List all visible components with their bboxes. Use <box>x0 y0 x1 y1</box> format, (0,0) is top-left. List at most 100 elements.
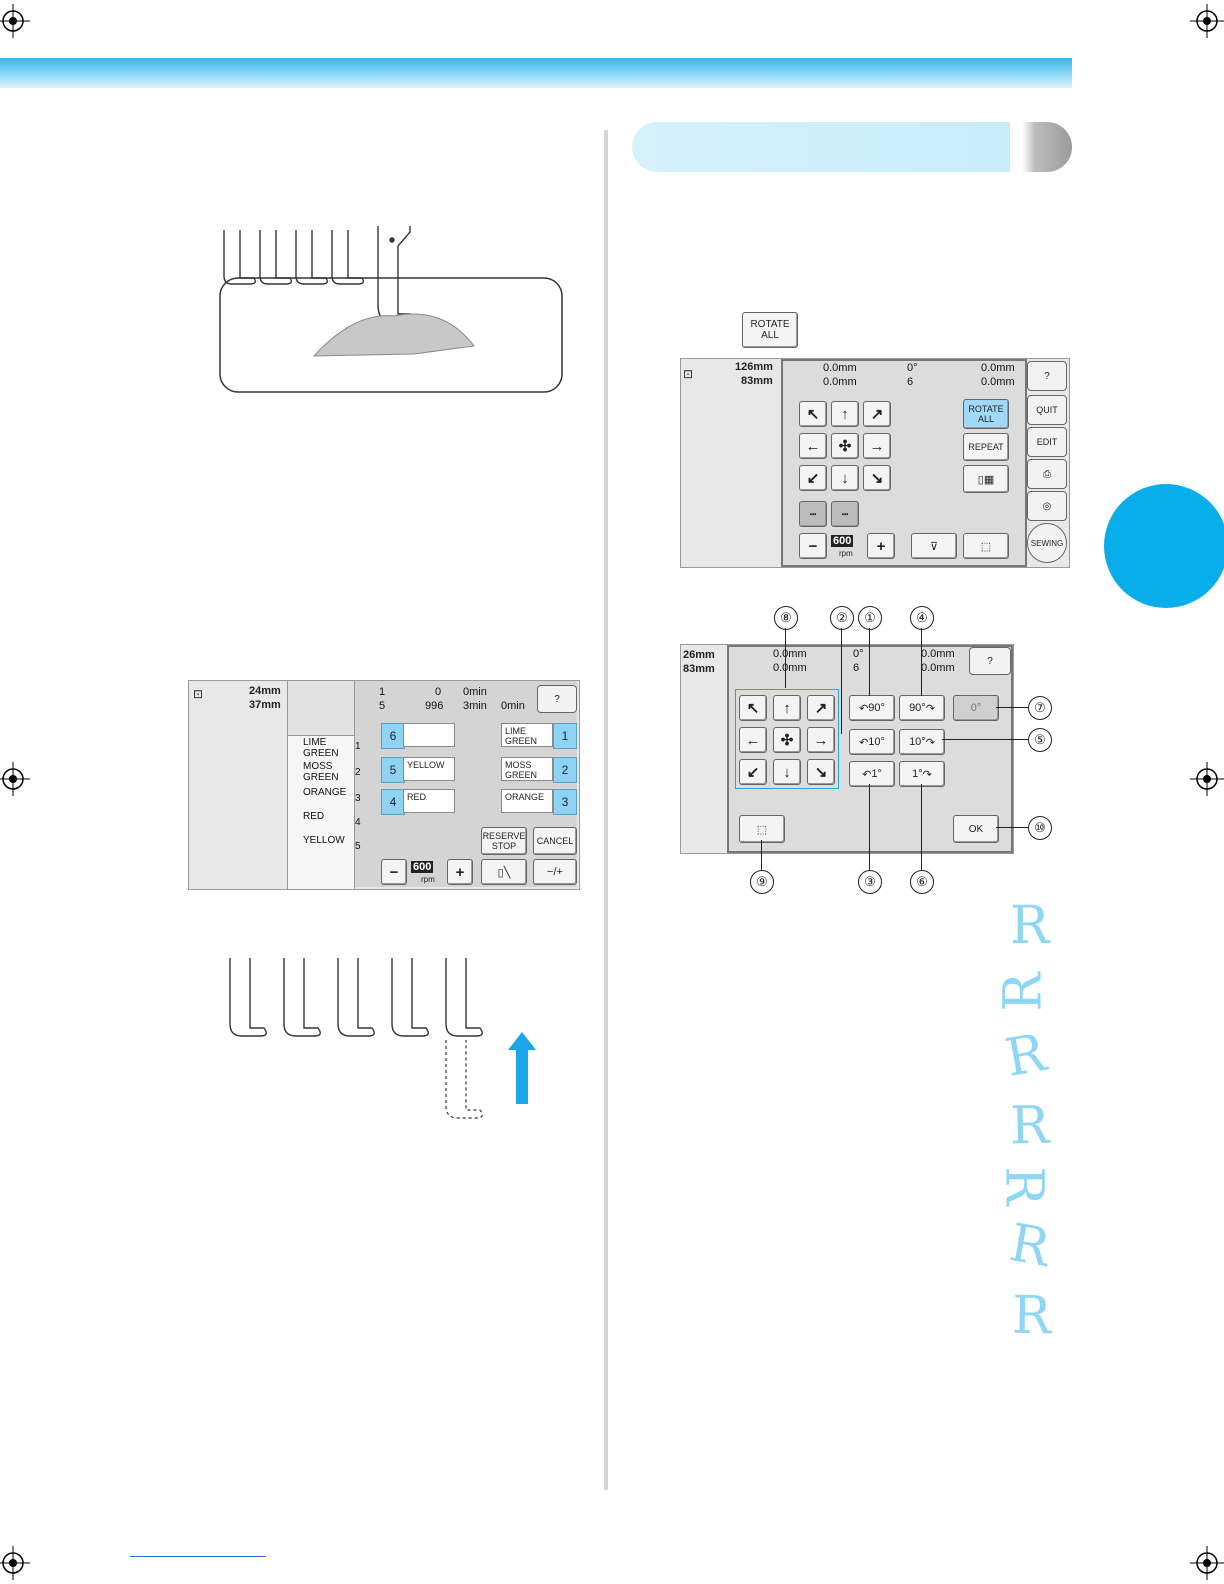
needle-adjust-button[interactable]: −/+ <box>533 859 577 885</box>
rotate-right-1-button[interactable]: 1°↷ <box>899 761 945 787</box>
leader-3 <box>869 784 870 870</box>
trial-key-button[interactable]: ▯╲ <box>481 859 527 885</box>
leader-1 <box>869 628 870 696</box>
readout-horizontal: 0.0mm <box>823 376 857 388</box>
needle-no-4[interactable]: 4 <box>381 789 405 815</box>
rotate-left-1-button[interactable]: ↶1° <box>849 761 895 787</box>
needle-start-button[interactable]: ⊽ <box>911 533 957 559</box>
edit-screen: ⊡ 126mm 83mm 0.0mm 0.0mm 0° 6 0.0mm 0.0m… <box>680 358 1070 568</box>
sample-letter-0deg: R <box>1010 896 1050 956</box>
list-color-5: YELLOW <box>303 835 345 846</box>
repeat-button[interactable]: REPEAT <box>963 433 1009 461</box>
speed-up-button[interactable]: + <box>447 859 473 885</box>
border-button-2[interactable]: ┅ <box>831 501 859 527</box>
move-up-left-button[interactable]: ↖ <box>799 401 827 427</box>
list-no-2: 2 <box>355 767 361 778</box>
needle-color-4[interactable]: RED <box>403 789 455 813</box>
rotate-reset-button[interactable]: 0° <box>953 695 999 721</box>
needle-color-2[interactable]: MOSS GREEN <box>501 757 553 781</box>
size-width: 83mm <box>741 375 773 387</box>
rotate-right-90-button[interactable]: 90°↷ <box>899 695 945 721</box>
readout-colors: 6 <box>907 376 914 388</box>
frame-icon: ◎ <box>1042 500 1052 512</box>
trial-button[interactable]: ⬚ <box>963 533 1009 559</box>
help-button[interactable]: ? <box>969 647 1011 675</box>
move-left-button[interactable]: ← <box>739 727 767 753</box>
thread-palette-button[interactable]: ▯▦ <box>963 465 1009 493</box>
rotate-right-10-button[interactable]: 10°↷ <box>899 729 945 755</box>
move-up-button[interactable]: ↑ <box>773 695 801 721</box>
speed-down-button[interactable]: − <box>799 533 827 559</box>
rotate-right-icon: ↷ <box>925 736 935 749</box>
needle-no-3[interactable]: 3 <box>553 789 577 815</box>
speed-down-button[interactable]: − <box>381 859 407 885</box>
rotate-left-icon: ↶ <box>859 702 869 715</box>
memory-button[interactable]: ⎙ <box>1027 459 1067 489</box>
border-icon: ┅ <box>809 508 817 521</box>
rotate-all-active-button[interactable]: ROTATE ALL <box>963 399 1009 429</box>
needle-no-2[interactable]: 2 <box>553 757 577 783</box>
edit-button[interactable]: EDIT <box>1027 427 1067 457</box>
move-center-button[interactable]: ✣ <box>831 433 859 459</box>
help-button[interactable]: ? <box>1027 361 1067 391</box>
time-total: 3min <box>463 700 487 712</box>
color-list-panel <box>287 681 355 889</box>
needle-color-5[interactable]: YELLOW <box>403 757 455 781</box>
sewing-button[interactable]: SEWING <box>1027 523 1067 563</box>
move-up-button[interactable]: ↑ <box>831 401 859 427</box>
move-right-button[interactable]: → <box>807 727 835 753</box>
reserve-stop-button[interactable]: RESERVE STOP <box>481 827 527 855</box>
sample-letter-10deg-left: R <box>1001 1023 1051 1089</box>
move-center-button[interactable]: ✣ <box>773 727 801 753</box>
center-icon: ✣ <box>838 438 852 455</box>
move-keys-highlight <box>735 689 839 789</box>
help-button[interactable]: ? <box>537 685 577 713</box>
rotate-left-90-button[interactable]: ↶90° <box>849 695 895 721</box>
leader-6 <box>921 784 922 870</box>
rotate-all-button[interactable]: ROTATE ALL <box>742 312 798 348</box>
ok-button[interactable]: OK <box>953 815 999 843</box>
border-button-1[interactable]: ┅ <box>799 501 827 527</box>
cancel-button[interactable]: CANCEL <box>533 827 577 855</box>
needle-no-6[interactable]: 6 <box>381 723 405 749</box>
quit-button[interactable]: QUIT <box>1027 395 1067 425</box>
move-up-right-button[interactable]: ↗ <box>807 695 835 721</box>
embroidery-frame-button[interactable]: ◎ <box>1027 491 1067 521</box>
readout-vertical: 0.0mm <box>773 648 807 660</box>
arrow-down-left-icon: ↙ <box>806 470 820 487</box>
rotate-left-icon: ↶ <box>859 736 869 749</box>
readout-angle: 0° <box>853 648 864 660</box>
speed-up-button[interactable]: + <box>867 533 895 559</box>
move-down-right-button[interactable]: ↘ <box>863 465 891 491</box>
callout-4: ④ <box>910 606 934 630</box>
move-down-left-button[interactable]: ↙ <box>739 759 767 785</box>
arrow-up-right-icon: ↗ <box>870 406 884 423</box>
machine-icon: ⊡ <box>193 687 204 701</box>
chapter-tab-dot <box>1104 484 1224 608</box>
move-left-button[interactable]: ← <box>799 433 827 459</box>
color-counter-total: 5 <box>379 700 386 712</box>
list-color-1: LIME GREEN <box>303 737 339 759</box>
needle-color-1[interactable]: LIME GREEN <box>501 723 553 747</box>
arrow-down-icon: ↓ <box>841 469 849 487</box>
needle-no-5[interactable]: 5 <box>381 757 405 783</box>
move-down-left-button[interactable]: ↙ <box>799 465 827 491</box>
needle-color-6[interactable] <box>403 723 455 747</box>
trial-button[interactable]: ⬚ <box>739 815 785 843</box>
rotate-right-1-label: 1° <box>912 768 923 780</box>
move-up-right-button[interactable]: ↗ <box>863 401 891 427</box>
move-down-button[interactable]: ↓ <box>773 759 801 785</box>
needle-no-1[interactable]: 1 <box>553 723 577 749</box>
readout-density-h: 0.0mm <box>921 648 955 660</box>
needle-bar-illustration <box>229 958 536 1119</box>
needle-icon: ⊽ <box>929 540 939 553</box>
rotate-left-10-button[interactable]: ↶10° <box>849 729 895 755</box>
move-down-button[interactable]: ↓ <box>831 465 859 491</box>
time-remaining: 0min <box>501 700 525 712</box>
move-right-button[interactable]: → <box>863 433 891 459</box>
move-down-right-button[interactable]: ↘ <box>807 759 835 785</box>
leader-8 <box>785 628 786 688</box>
needle-color-3[interactable]: ORANGE <box>501 789 553 813</box>
move-up-left-button[interactable]: ↖ <box>739 695 767 721</box>
arrow-down-right-icon: ↘ <box>814 764 828 781</box>
